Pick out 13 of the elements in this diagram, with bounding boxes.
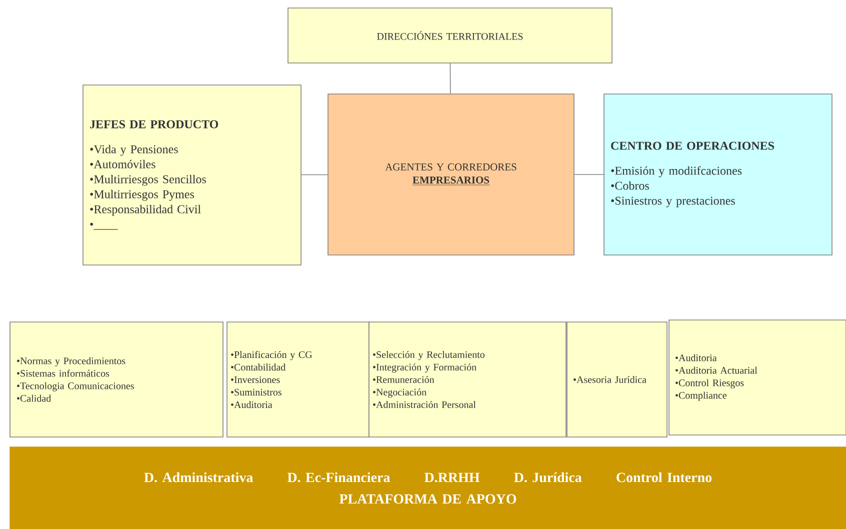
department-box: •Planificación y CG •Contabilidad •Inversiones •Suministros •Auditoria (226, 322, 370, 438)
agents-box: AGENTES Y CORREDORES EMPRESARIOS (328, 94, 574, 256)
product-box: JEFES DE PRODUCTO •Vida y Pensiones •Automóviles •Multirriesgos Sencillos •Multirriesgos Pymes •Responsabilidad Civil •____ (82, 84, 302, 266)
connector-line (450, 63, 451, 94)
title-box: DIRECCIÓNES TERRITORIALES (288, 8, 612, 64)
operations-box: CENTRO DE OPERACIONES •Emisión y modiifcaciones •Cobros •Siniestros y prestaciones (604, 94, 832, 256)
connector-line (574, 174, 604, 175)
department-box: •Selección y Reclutamiento •Integración y Formación •Remuneración •Negociación •Administración Personal (368, 322, 566, 438)
department-box: •Normas y Procedimientos •Sistemas informáticos •Tecnologia Comunicaciones •Calidad (10, 322, 224, 438)
platform-band: D. Administrativa D. Ec-Financiera D.RRHH D. Jurídica Control Interno PLATAFORMA DE APOYO (10, 446, 846, 529)
connector-line (301, 174, 328, 176)
department-box: •Auditoria •Auditoria Actuarial •Control Riesgos •Compliance (668, 320, 846, 436)
department-box: •Asesoria Jurídica (566, 322, 668, 438)
